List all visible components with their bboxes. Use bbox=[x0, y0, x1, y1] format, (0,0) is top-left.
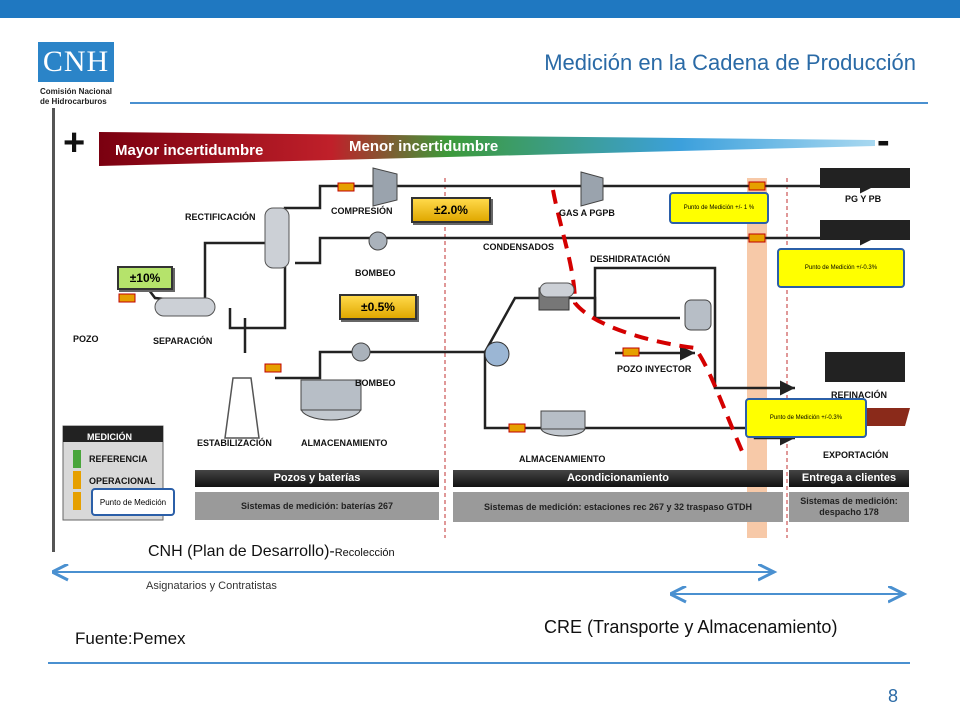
label-pozo-inyector: POZO INYECTOR bbox=[617, 364, 692, 374]
bottom-divider bbox=[48, 662, 910, 664]
note-medicion-3: Punto de Medición +/-0.3% bbox=[745, 398, 867, 438]
label-pg-pb: PG Y PB bbox=[845, 194, 882, 204]
tolerance-0-5-percent: ±0.5% bbox=[339, 294, 417, 320]
section-pozos-baterias: Pozos y baterías bbox=[195, 470, 439, 487]
plus-sign: + bbox=[63, 122, 86, 164]
label-almacenamiento-2: ALMACENAMIENTO bbox=[519, 454, 606, 464]
section-entrega-clientes: Entrega a clientes bbox=[789, 470, 909, 487]
cnh-logo: CNH Comisión Nacional de Hidrocarburos bbox=[38, 42, 130, 110]
label-estabilizacion: ESTABILIZACIÓN bbox=[197, 438, 272, 448]
legend-operacional: OPERACIONAL bbox=[89, 476, 156, 486]
tolerance-10-percent: ±10% bbox=[117, 266, 173, 290]
note-medicion-1: Punto de Medición +/- 1 % bbox=[669, 192, 769, 224]
logo-mark: CNH bbox=[38, 42, 114, 82]
note-medicion-legend: Punto de Medición bbox=[91, 488, 175, 516]
title-divider bbox=[130, 102, 928, 104]
cre-scope-label: CRE (Transporte y Almacenamiento) bbox=[544, 617, 838, 637]
cnh-scope-small: Recolección bbox=[334, 547, 395, 559]
label-refinacion: REFINACIÓN bbox=[831, 390, 887, 400]
cnh-scope-label: CNH (Plan de Desarrollo)-Recolección bbox=[148, 543, 395, 561]
production-chain-diagram: + - Mayor incertidumbre Menor incertidum… bbox=[52, 108, 913, 552]
label-bombeo-1: BOMBEO bbox=[355, 268, 396, 278]
legend-title: MEDICIÓN bbox=[87, 432, 132, 442]
label-condensados: CONDENSADOS bbox=[483, 242, 555, 252]
section-acondicionamiento: Acondicionamiento bbox=[453, 470, 783, 487]
uncertainty-wedge bbox=[99, 132, 875, 166]
delivery-zone-band bbox=[747, 178, 767, 538]
page-title: Medición en la Cadena de Producción bbox=[544, 50, 916, 75]
logo-line-2: de Hidrocarburos bbox=[40, 97, 107, 106]
label-pozo: POZO bbox=[73, 334, 99, 344]
label-deshidratacion: DESHIDRATACIÓN bbox=[590, 254, 671, 264]
cnh-scope-text: CNH (Plan de Desarrollo)- bbox=[148, 543, 335, 560]
minus-sign: - bbox=[877, 120, 890, 162]
note-medicion-2: Punto de Medición +/-0.3% bbox=[777, 248, 905, 288]
legend-referencia: REFERENCIA bbox=[89, 454, 148, 464]
label-gas-pgpb: GAS A PGPB bbox=[559, 208, 615, 218]
asignatarios-label: Asignatarios y Contratistas bbox=[146, 580, 277, 592]
label-almacenamiento-1: ALMACENAMIENTO bbox=[301, 438, 388, 448]
label-separacion: SEPARACIÓN bbox=[153, 336, 213, 346]
tolerance-2-percent: ±2.0% bbox=[411, 197, 491, 223]
mayor-incertidumbre-label: Mayor incertidumbre bbox=[115, 142, 264, 159]
menor-incertidumbre-label: Menor incertidumbre bbox=[349, 138, 499, 155]
logo-line-1: Comisión Nacional bbox=[40, 87, 113, 96]
label-compresion: COMPRESIÓN bbox=[331, 206, 393, 216]
label-rectificacion: RECTIFICACIÓN bbox=[185, 212, 256, 222]
top-accent-bar bbox=[0, 0, 960, 18]
subsection-despacho: Sistemas de medición: despacho 178 bbox=[789, 492, 909, 522]
source-label: Fuente:Pemex bbox=[75, 629, 186, 648]
subsection-baterias: Sistemas de medición: baterías 267 bbox=[195, 492, 439, 520]
label-exportacion: EXPORTACIÓN bbox=[823, 450, 889, 460]
label-bombeo-2: BOMBEO bbox=[355, 378, 396, 388]
subsection-estaciones: Sistemas de medición: estaciones rec 267… bbox=[453, 492, 783, 522]
scope-arrows bbox=[52, 560, 928, 610]
page-number: 8 bbox=[888, 686, 899, 706]
diagram-canvas bbox=[62, 132, 910, 538]
